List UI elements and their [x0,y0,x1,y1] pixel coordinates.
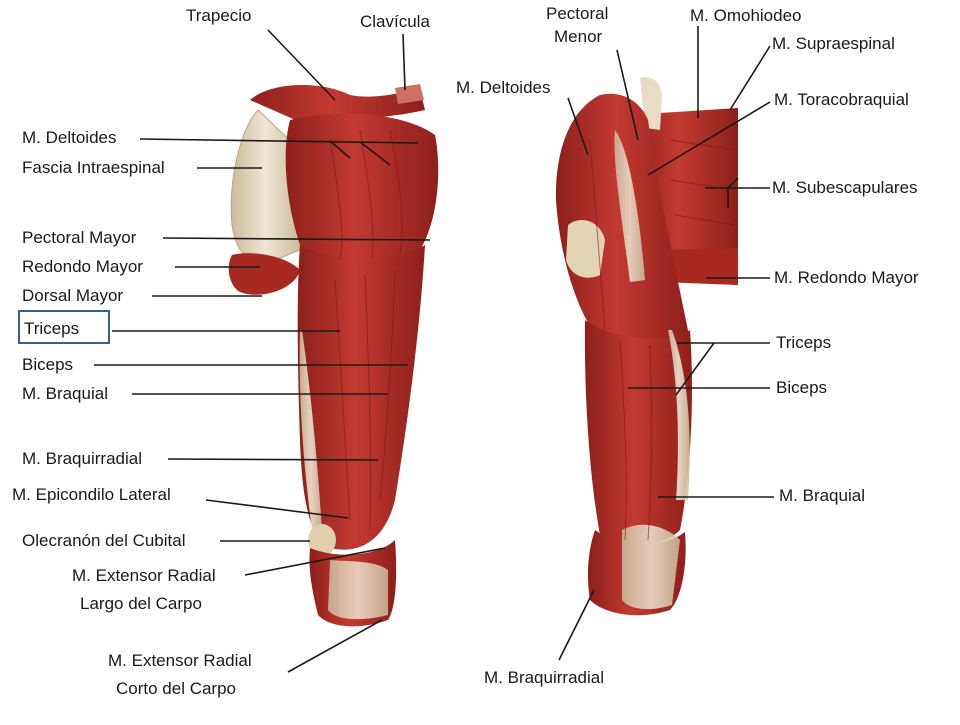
leader-deltoides-r [567,97,589,156]
leader-deltoides-a [329,140,351,159]
label-toracobraquial: M. Toracobraquial [774,90,909,109]
label-fascia-intraespinal: Fascia Intraespinal [22,158,165,177]
label-biceps-left: Biceps [22,355,74,374]
label-omohiodeo: M. Omohiodeo [690,6,802,25]
leader-extensor-corto [287,619,383,673]
label-triceps-left: Triceps [24,319,80,338]
triceps-tendon-shape [299,330,322,530]
leader-lines [94,26,774,673]
label-braquirradial-right: M. Braquirradial [484,668,604,687]
label-extensor-largo-2: Largo del Carpo [80,594,202,613]
clavicula-shape [395,84,424,104]
label-epicondilo-lateral: M. Epicondilo Lateral [12,485,171,504]
right-fascia-shape [566,220,605,278]
label-braquial-right: M. Braquial [779,486,865,505]
right-striations [589,139,736,541]
label-dorsal-mayor: Dorsal Mayor [22,286,124,305]
leader-supraespinal [729,45,771,111]
leader-clavicula [402,33,406,91]
label-extensor-corto-2: Corto del Carpo [116,679,237,698]
label-redondo-mayor-left: Redondo Mayor [22,257,143,276]
deltoides-shape [285,113,439,260]
leader-braquirradial [167,458,379,461]
leader-braquirradial-r [558,589,595,661]
right-arm-illustration [555,77,738,616]
label-deltoides-left: M. Deltoides [22,128,117,147]
label-braquial-left: M. Braquial [22,384,108,403]
leader-pectoral-mayor [162,237,431,241]
forearm-tendon-shape [328,560,388,620]
leader-epicondilo [205,499,349,519]
label-extensor-corto-1: M. Extensor Radial [108,651,252,670]
left-arm-illustration [228,84,439,627]
label-supraespinal: M. Supraespinal [772,34,895,53]
label-deltoides-right: M. Deltoides [456,78,551,97]
right-upper-arm-shape [584,320,692,546]
label-triceps-right: Triceps [776,333,832,352]
label-redondo-mayor-right: M. Redondo Mayor [774,268,919,287]
label-pectoral-menor-2: Menor [554,27,603,46]
label-biceps-right: Biceps [776,378,828,397]
triceps-right-shape [668,330,690,500]
label-pectoral-menor-1: Pectoral [546,4,609,23]
label-pectoral-mayor: Pectoral Mayor [22,228,137,247]
label-extensor-largo-1: M. Extensor Radial [72,566,216,585]
olecranon-shape [308,524,336,556]
triceps-highlight-box [18,310,110,344]
leader-extensor-largo [244,547,386,576]
label-subescapulares: M. Subescapulares [772,178,918,197]
label-olecranon: Olecranón del Cubital [22,531,186,550]
leader-deltoides [139,138,419,144]
label-trapecio: Trapecio [186,6,252,25]
right-forearm-tendon-shape [622,524,680,610]
leader-trapecio [267,29,336,101]
label-braquirradial-left: M. Braquirradial [22,449,142,468]
leader-toracobraquial [647,101,771,176]
leader-deltoides-b [359,141,391,166]
leader-pectoral-menor [616,49,639,141]
redondo-mayor-shape [228,253,300,295]
right-tendon-shape [614,130,645,282]
trapecio-shape [250,84,425,122]
label-clavicula: Clavícula [360,12,430,31]
left-striations [329,129,403,531]
leader-triceps-r2 [675,342,715,396]
